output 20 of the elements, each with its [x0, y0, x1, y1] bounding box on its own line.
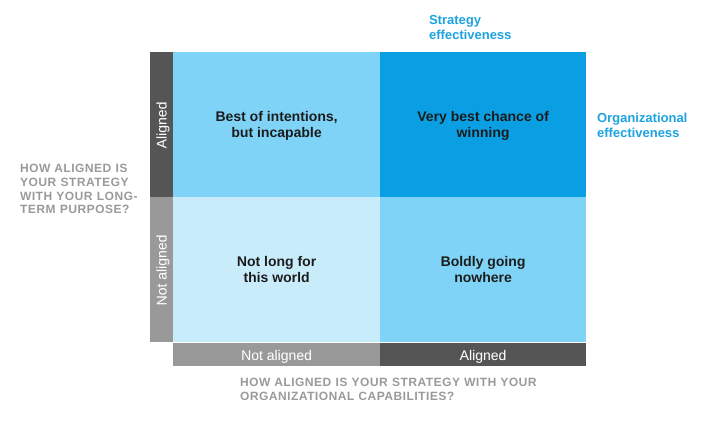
quadrant-label: Best of intentions, but incapable: [214, 109, 339, 140]
axis-category-label: Not aligned: [154, 234, 170, 305]
axis-title: HOW ALIGNED IS YOUR STRATEGY WITH YOUR ORGANIZATIONAL CAPABILITIES?: [240, 376, 538, 404]
quadrant-label: Boldly going nowhere: [440, 254, 526, 285]
quadrant-cell: [173, 52, 380, 197]
axis-category-label: Aligned: [154, 101, 170, 148]
quadrant-cell: [380, 52, 586, 197]
axis-category-label: Not aligned: [241, 346, 312, 362]
axis-title: HOW ALIGNED IS YOUR STRATEGY WITH YOUR LONG-TERM PURPOSE?: [20, 162, 139, 218]
quadrant-cell: [173, 197, 380, 342]
quadrant-axis-label: Organizational effectiveness: [597, 111, 688, 141]
axis-category-label: Aligned: [460, 346, 506, 362]
quadrant-axis-label: Strategy effectiveness: [429, 13, 512, 43]
quadrant-label: Very best chance of winning: [416, 109, 550, 140]
quadrant-cell: [380, 197, 586, 342]
quadrant-label: Not long for this world: [236, 254, 318, 285]
axis-category-bar: [380, 343, 586, 366]
axis-category-bar: [150, 52, 173, 197]
axis-category-bar: [150, 197, 173, 342]
axis-category-bar: [173, 343, 380, 366]
